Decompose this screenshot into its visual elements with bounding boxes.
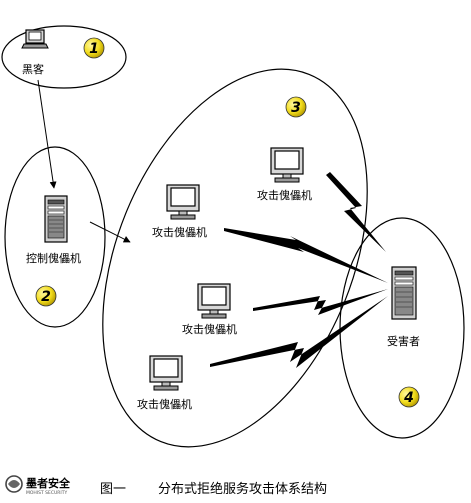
badge-1-number: 1: [89, 41, 99, 57]
badge-2-number: 2: [41, 289, 51, 305]
hacker-to-controller-arrow: [37, 79, 57, 189]
logo-name: 墨者安全: [26, 476, 71, 490]
group-2-ellipse: [4, 146, 106, 328]
zombie-3-label: 攻击傀儡机: [182, 322, 237, 336]
zombie-4-label: 攻击傀儡机: [137, 397, 192, 411]
group-3-ellipse: [102, 68, 368, 448]
attack-bolt-3: [210, 296, 388, 368]
controller-server-icon: [44, 195, 68, 243]
victim-label: 受害者: [387, 334, 420, 348]
logo-subtitle: MOHIST SECURITY: [26, 490, 68, 496]
zombie-2-monitor-icon: [166, 184, 200, 220]
figure-number: 图一: [100, 482, 126, 497]
hacker-label: 黑客: [22, 62, 44, 76]
zombie-3-monitor-icon: [197, 283, 231, 319]
mohist-logo: 墨者安全 MOHIST SECURITY: [5, 475, 71, 496]
group-1-ellipse: [1, 25, 127, 89]
zombie-1-label: 攻击傀儡机: [257, 188, 312, 202]
badge-3-number: 3: [291, 100, 301, 116]
mohist-logo-icon: [5, 475, 23, 493]
group-4-ellipse: [339, 217, 465, 439]
badge-1: 1: [83, 37, 105, 59]
attack-bolt-4: [326, 172, 386, 252]
attack-bolt-2: [253, 289, 388, 315]
victim-server-icon: [391, 266, 417, 320]
badge-3: 3: [285, 96, 307, 118]
hacker-laptop-icon: [21, 29, 49, 49]
badge-4: 4: [398, 386, 420, 408]
zombie-2-label: 攻击傀儡机: [152, 225, 207, 239]
zombie-1-monitor-icon: [270, 147, 304, 183]
figure-title: 分布式拒绝服务攻击体系结构: [158, 481, 327, 497]
controller-to-zombies-arrow: [89, 221, 131, 243]
badge-4-number: 4: [403, 390, 414, 406]
controller-label: 控制傀儡机: [26, 251, 81, 265]
zombie-4-monitor-icon: [149, 355, 183, 391]
attack-bolt-1: [224, 228, 388, 283]
badge-2: 2: [35, 285, 57, 307]
